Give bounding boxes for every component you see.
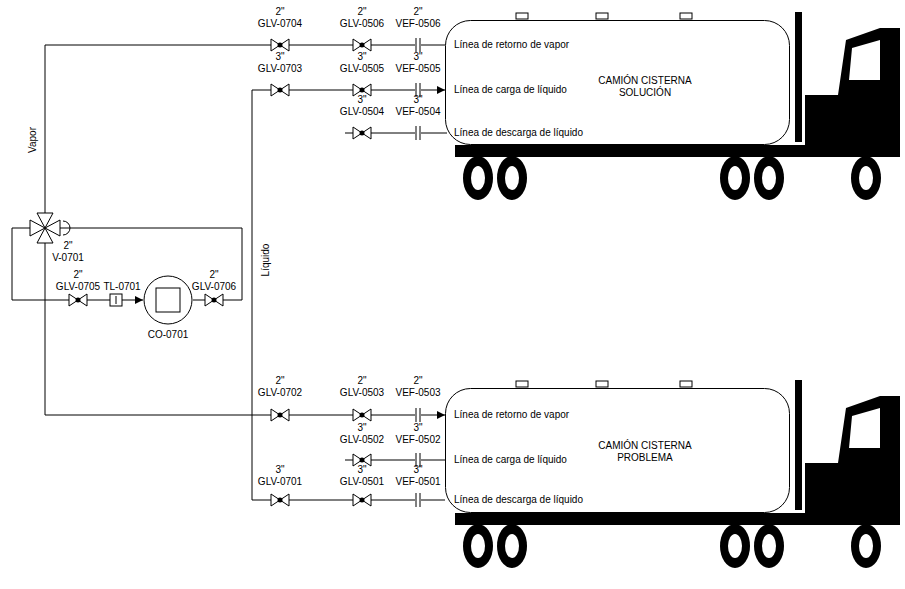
flange-coupling — [415, 126, 421, 140]
tag-number: V-0701 — [52, 252, 84, 264]
pipe-size: 3" — [357, 94, 366, 106]
pipe-line — [12, 45, 445, 300]
tag-number: VEF-0502 — [395, 434, 440, 446]
flange-coupling — [415, 408, 421, 422]
tag-number: GLV-0702 — [258, 387, 302, 399]
globe-valve — [271, 409, 289, 421]
pipe-line — [252, 90, 445, 500]
pipe-size: 2" — [357, 375, 366, 387]
line-name: Línea de descarga de líquido — [454, 494, 583, 506]
pipe-size: 2" — [275, 375, 284, 387]
tank-truck: CAMIÓN CISTERNA PROBLEMA Línea de retorno… — [445, 388, 790, 513]
tag-number: GLV-0705 — [56, 281, 100, 293]
flow-label: Líquido — [260, 242, 272, 279]
tank-truck: CAMIÓN CISTERNA SOLUCIÓN Línea de retorno… — [445, 20, 790, 145]
pipe-size: 2" — [413, 6, 422, 18]
tag-number: TL-0701 — [103, 281, 140, 293]
tank-title: CAMIÓN CISTERNA PROBLEMA — [595, 440, 695, 464]
globe-valve — [271, 84, 289, 96]
tag-number: GLV-0502 — [340, 434, 384, 446]
globe-valve — [353, 494, 371, 506]
pipe-size: 3" — [413, 422, 422, 434]
pipe-size: 2" — [357, 6, 366, 18]
tag-number: GLV-0706 — [192, 281, 236, 293]
flange-coupling — [415, 38, 421, 52]
pipe-size: 3" — [357, 51, 366, 63]
globe-valve — [69, 294, 87, 306]
globe-valve — [271, 494, 289, 506]
tag-number: VEF-0503 — [395, 387, 440, 399]
globe-valve — [353, 127, 371, 139]
tag-number: GLV-0503 — [340, 387, 384, 399]
tag-number: GLV-0703 — [258, 63, 302, 75]
pipe-size: 2" — [275, 6, 284, 18]
pipe-size: 3" — [413, 51, 422, 63]
pipe-size: 2" — [73, 269, 82, 281]
tag-number: GLV-0505 — [340, 63, 384, 75]
tag-number: GLV-0504 — [340, 106, 384, 118]
pipe-size: 3" — [275, 51, 284, 63]
globe-valve — [353, 39, 371, 51]
tag-number: VEF-0505 — [395, 63, 440, 75]
pipe-size: 3" — [413, 94, 422, 106]
pipe-size: 3" — [357, 464, 366, 476]
flow-label: Vapor — [27, 125, 39, 155]
globe-valve — [271, 39, 289, 51]
equipment-tag: CO-0701 — [148, 329, 189, 341]
tag-number: GLV-0506 — [340, 18, 384, 30]
line-name: Línea de retorno de vapor — [454, 39, 569, 51]
pipe-size: 3" — [413, 464, 422, 476]
compressor-outline — [143, 275, 193, 325]
tag-number: GLV-0704 — [258, 18, 302, 30]
line-name: Línea de carga de líquido — [454, 454, 567, 466]
tag-number: VEF-0506 — [395, 18, 440, 30]
tag-number: GLV-0701 — [258, 476, 302, 488]
pipe-line — [45, 228, 445, 415]
four-way-valve — [30, 213, 70, 243]
line-name: Línea de carga de líquido — [454, 84, 567, 96]
pipe-size: 3" — [357, 422, 366, 434]
pipe-size: 2" — [209, 269, 218, 281]
line-name: Línea de retorno de vapor — [454, 409, 569, 421]
globe-valve — [353, 409, 371, 421]
pipe-size: 3" — [275, 464, 284, 476]
tag-number: VEF-0501 — [395, 476, 440, 488]
tag-number: VEF-0504 — [395, 106, 440, 118]
pipe-size: 2" — [413, 375, 422, 387]
globe-valve — [205, 294, 223, 306]
line-name: Línea de descarga de líquido — [454, 127, 583, 139]
tank-title: CAMIÓN CISTERNA SOLUCIÓN — [595, 75, 695, 99]
pipe-size: 2" — [63, 240, 72, 252]
compressor: CO-0701 — [143, 275, 193, 325]
filter-symbol — [110, 294, 122, 306]
tag-number: GLV-0501 — [340, 476, 384, 488]
flange-coupling — [415, 493, 421, 507]
